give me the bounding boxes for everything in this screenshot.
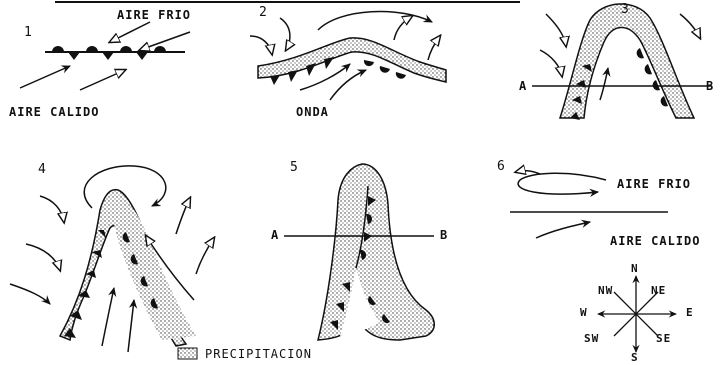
warm-front-symbol: [120, 46, 132, 52]
warm-air-arrow: [536, 222, 590, 238]
warm-air-arrow: [128, 300, 134, 352]
section-label-b: B: [440, 228, 448, 242]
panel-1: [20, 22, 190, 90]
panel-number-1: 1: [24, 25, 32, 40]
wave-label: ONDA: [296, 105, 329, 119]
compass-n: N: [631, 262, 639, 275]
precipitation-band: [318, 164, 434, 340]
warm-air-arrow: [102, 288, 114, 346]
panel-number-5: 5: [290, 160, 298, 175]
cold-front-symbol: [68, 52, 80, 60]
warm-air-label: AIRE CALIDO: [610, 234, 700, 248]
cold-air-arrow: [196, 238, 214, 274]
warm-front-symbol: [396, 72, 406, 79]
legend-label: PRECIPITACION: [205, 347, 312, 361]
panel-number-4: 4: [38, 162, 46, 177]
cold-air-arrow: [10, 284, 50, 304]
precipitation-band: [258, 38, 446, 82]
panel-number-2: 2: [259, 5, 267, 20]
cold-air-arrow: [40, 196, 64, 222]
cold-air-arrow: [518, 173, 606, 194]
cold-air-arrow: [428, 36, 440, 60]
cold-front-symbol: [102, 52, 114, 60]
cold-air-arrow: [394, 16, 412, 40]
cold-air-arrow: [546, 14, 566, 46]
warm-front-symbol: [364, 60, 374, 66]
cold-front-symbol: [324, 57, 334, 69]
cold-front-symbol: [270, 75, 280, 85]
warm-air-arrow: [600, 68, 608, 100]
cold-air-label: AIRE FRIO: [117, 8, 191, 22]
panel-2: [250, 12, 446, 100]
cold-air-arrow: [176, 198, 190, 234]
cold-air-arrow: [680, 14, 700, 38]
compass-se: SE: [656, 332, 671, 345]
panel-number-6: 6: [497, 159, 505, 174]
legend: [178, 348, 197, 359]
cold-air-arrow: [280, 18, 290, 50]
compass-w: W: [580, 306, 588, 319]
cold-air-arrow: [26, 244, 60, 270]
cold-air-label: AIRE FRIO: [617, 177, 691, 191]
compass-s: S: [631, 351, 639, 364]
cold-air-arrow: [140, 32, 190, 50]
warm-front-symbol: [380, 66, 390, 73]
cold-front-symbol: [288, 70, 298, 82]
warm-front-symbol: [52, 46, 64, 52]
compass-ne: NE: [651, 284, 666, 297]
panel-number-3: 3: [621, 2, 629, 17]
section-label-a: A: [271, 228, 279, 242]
cold-air-arrow-tail: [516, 171, 540, 174]
warm-front-symbol: [154, 46, 166, 52]
cold-air-arrow: [110, 22, 150, 42]
section-label-b: B: [706, 79, 714, 93]
cold-air-arrow: [250, 36, 272, 54]
cold-air-arrow: [318, 12, 432, 30]
compass-nw: NW: [598, 284, 613, 297]
warm-air-arrow: [20, 66, 70, 88]
warm-front-symbol: [637, 48, 644, 58]
warm-front-symbol: [86, 46, 98, 52]
panel-4: [10, 166, 214, 352]
compass-sw: SW: [584, 332, 599, 345]
warm-air-label: AIRE CALIDO: [9, 105, 99, 119]
cold-air-arrow: [540, 50, 562, 76]
warm-air-arrow: [80, 70, 125, 90]
cold-front-symbol: [136, 52, 148, 60]
panel-3: [532, 4, 712, 120]
warm-front-symbol: [645, 64, 652, 74]
section-label-a: A: [519, 79, 527, 93]
panel-5: [284, 164, 434, 340]
compass-e: E: [686, 306, 694, 319]
precipitation-swatch: [178, 348, 197, 359]
